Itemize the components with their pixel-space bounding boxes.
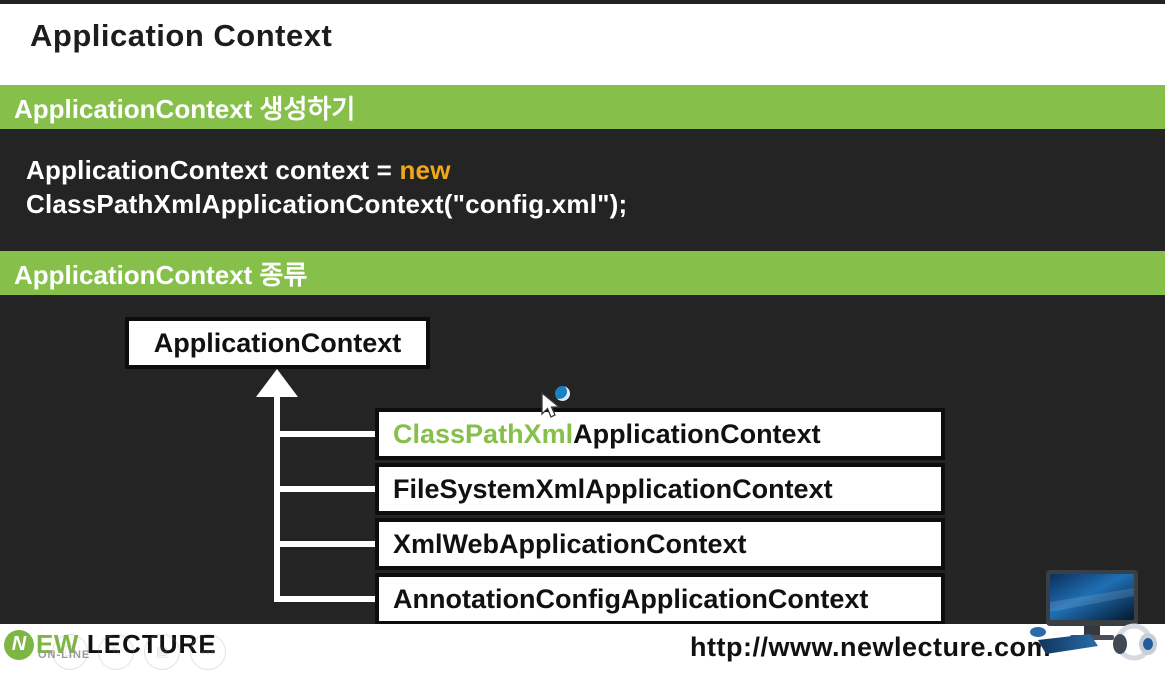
connector-branch-line xyxy=(274,596,378,602)
uml-box-child-accent: ClassPathXml xyxy=(393,418,574,449)
section-header-create: ApplicationContext 생성하기 xyxy=(0,85,1165,129)
uml-box-child-label: FileSystemXmlApplicationContext xyxy=(393,473,833,504)
computer-illustration xyxy=(1030,570,1157,661)
top-edge-strip xyxy=(0,0,1165,4)
code-line-1: ApplicationContext context = new xyxy=(26,155,451,186)
uml-box-child: FileSystemXmlApplicationContext xyxy=(375,463,945,515)
busy-spinner-icon xyxy=(555,386,570,401)
uml-box-child: AnnotationConfigApplicationContext xyxy=(375,573,945,624)
section-header-types: ApplicationContext 종류 xyxy=(0,251,1165,295)
copy-icon: ❐ xyxy=(52,634,88,670)
card-icon: ▤ xyxy=(144,634,180,670)
code-panel: ApplicationContext context = new ClassPa… xyxy=(0,129,1165,251)
code-keyword-new: new xyxy=(399,155,451,185)
connector-branch-line xyxy=(274,541,378,547)
uml-box-child-label: ApplicationContext xyxy=(573,418,821,449)
connector-branch-line xyxy=(274,431,378,437)
pen-icon: ✎ xyxy=(98,634,134,670)
watermark-icon-row: ❐ ✎ ▤ ••• xyxy=(52,634,226,670)
more-icon: ••• xyxy=(190,634,226,670)
site-url[interactable]: http://www.newlecture.com xyxy=(690,632,1052,662)
uml-box-child: XmlWebApplicationContext xyxy=(375,518,945,570)
page-title: Application Context xyxy=(30,18,333,53)
connector-trunk-line xyxy=(274,387,280,602)
uml-box-child-label: XmlWebApplicationContext xyxy=(393,528,747,559)
code-declaration-text: ApplicationContext context = xyxy=(26,155,400,185)
uml-box-child-label: AnnotationConfigApplicationContext xyxy=(393,583,869,614)
section-header-types-label: ApplicationContext 종류 xyxy=(14,259,308,290)
code-line-2: ClassPathXmlApplicationContext("config.x… xyxy=(26,189,628,219)
logo-mark-icon: N xyxy=(4,629,34,660)
uml-box-parent-label: ApplicationContext xyxy=(153,327,402,358)
uml-box-parent: ApplicationContext xyxy=(125,317,430,369)
connector-branch-line xyxy=(274,486,378,492)
section-header-create-label: ApplicationContext 생성하기 xyxy=(14,93,356,124)
